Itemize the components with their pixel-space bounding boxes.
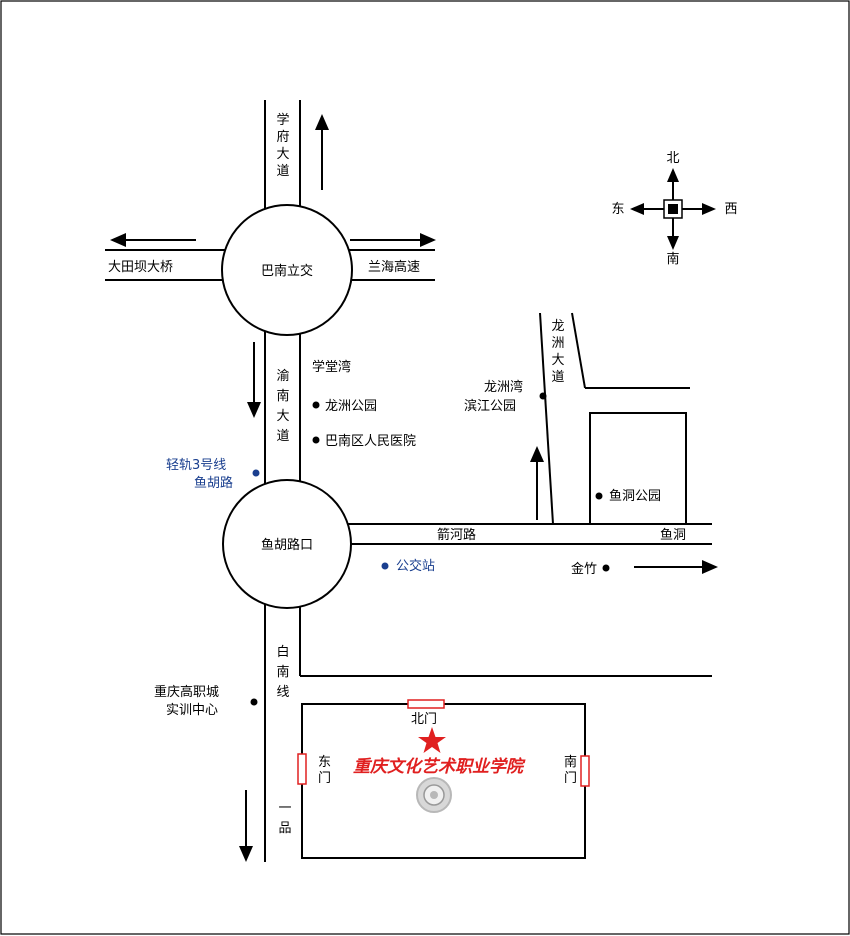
lower-interchange-label: 鱼胡路口 <box>261 537 313 553</box>
south-gate-marker <box>580 755 590 787</box>
poi-jinzhu: 金竹 <box>571 561 597 577</box>
yunan-road-label: 渝南大道 <box>276 368 289 444</box>
east-gate-label-2: 门 <box>318 771 331 786</box>
longzhou-road-label: 龙洲大道 <box>551 319 564 385</box>
poi-yudong-park: 鱼洞公园 <box>609 488 661 504</box>
east-gate-label-1: 东 <box>318 755 331 770</box>
compass-east-label: 东 <box>611 202 624 217</box>
direction-arrows <box>110 114 718 862</box>
bus-stop-label: 公交站 <box>396 558 435 574</box>
pois: 学堂湾 龙洲公园 巴南区人民医院 龙洲湾 滨江公园 鱼洞公园 金竹 重庆高职城 … <box>154 359 661 718</box>
longzhou-avenue <box>539 312 690 525</box>
upper-horizontal-road <box>105 249 435 281</box>
campus-logo-icon <box>416 777 452 813</box>
compass-south-label: 南 <box>666 251 679 267</box>
campus-name: 重庆文化艺术职业学院 <box>353 757 526 777</box>
south-gate-label-2: 门 <box>564 771 577 786</box>
upper-interchange-label: 巴南立交 <box>261 263 313 279</box>
lanhai-road-label: 兰海高速 <box>368 259 420 275</box>
campus-star-icon <box>418 727 446 753</box>
poi-hospital: 巴南区人民医院 <box>325 433 416 449</box>
south-gate-label-1: 南 <box>564 754 577 770</box>
jianhe-road-label: 箭河路 <box>437 527 476 543</box>
poi-xuetangwan: 学堂湾 <box>312 359 351 375</box>
poi-longzhouwan-line1: 龙洲湾 <box>484 379 523 395</box>
poi-vocational-line2: 实训中心 <box>166 703 218 718</box>
east-gate-marker <box>297 753 307 785</box>
north-gate-marker <box>407 699 445 709</box>
campus-block: 北门 东 门 南 门 重庆文化艺术职业学院 <box>297 699 590 859</box>
upper-interchange <box>221 204 353 336</box>
bainan-road-label: 白南线 <box>276 644 289 700</box>
yipin-road-label: 一品 <box>278 801 291 836</box>
poi-vocational-line1: 重庆高职城 <box>154 684 219 700</box>
transit: 轻轨3号线 鱼胡路 公交站 <box>166 458 435 574</box>
rail-station-label: 鱼胡路 <box>194 475 233 491</box>
compass-rose: 北 南 东 西 <box>611 151 737 267</box>
yudong-road-label: 鱼洞 <box>660 527 686 543</box>
datianba-road-label: 大田坝大桥 <box>108 260 173 275</box>
rail-line-label: 轻轨3号线 <box>166 458 226 473</box>
compass-west-label: 西 <box>724 202 737 217</box>
poi-longzhouwan-line2: 滨江公园 <box>464 398 516 414</box>
jianhe-road <box>348 523 712 545</box>
main-vertical-road <box>264 100 712 862</box>
xuefu-road-label: 学府大道 <box>276 112 289 179</box>
lower-interchange <box>222 479 352 609</box>
compass-north-label: 北 <box>666 151 679 166</box>
poi-longzhou-park: 龙洲公园 <box>325 399 377 414</box>
north-gate-label: 北门 <box>411 712 437 727</box>
